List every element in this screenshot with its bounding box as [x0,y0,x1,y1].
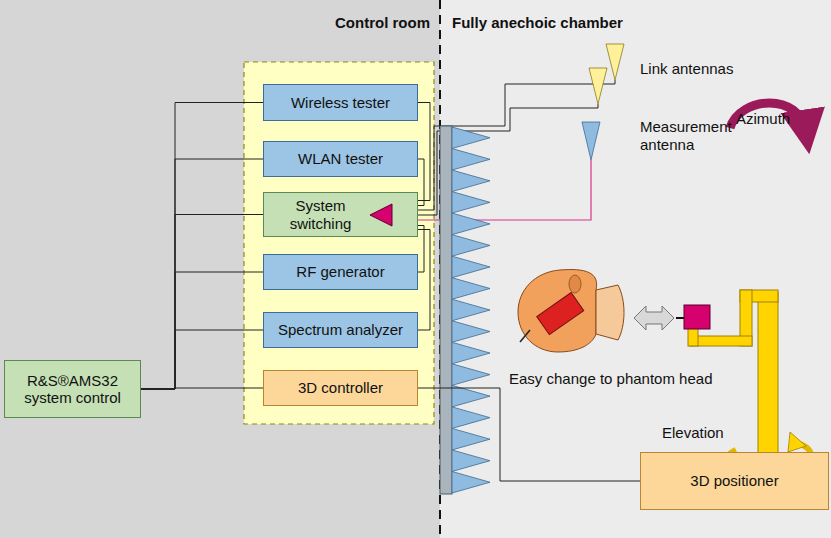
control-room-ground [0,0,440,538]
node-text: 3D positioner [690,472,778,489]
instrument-box: RF generator [263,254,418,290]
switch-symbol [370,204,392,226]
absorber-cone [452,364,490,386]
absorber-cone [452,342,490,364]
connector [418,230,430,331]
absorber-cone [452,127,490,149]
controller-box: 3D controller [263,370,418,406]
node-text: RF generator [296,263,384,280]
absorber-cone [452,385,490,407]
instrument-box: WLAN tester [263,141,418,177]
measurement-antenna [582,122,600,160]
connector [141,330,263,389]
part-label: Measurement antenna [640,118,740,154]
instrument-box: Wireless tester [263,84,418,121]
part-label: Elevation [662,424,724,442]
node-text: 3D controller [298,379,383,396]
absorber-cone [452,450,490,472]
absorber-cone [452,299,490,321]
connector [418,226,424,273]
positioner-box: 3D positioner [640,452,829,510]
part-label: Easy change to phantom head [509,370,712,388]
switching-box: System switching [263,192,418,237]
absorber-cone [452,213,490,235]
connector [141,388,263,389]
absorber-cone [452,471,490,493]
absorber-cone [452,278,490,300]
part-label: Link antennas [640,60,733,78]
node-text: R&S®AMS32 system control [11,372,134,407]
part-label: Azimuth [736,110,790,128]
node-text: Wireless tester [291,94,390,111]
node-text: Spectrum analyzer [278,321,403,338]
link-antenna [589,44,624,104]
azimuth-arrow [730,103,806,132]
absorber-cone [452,428,490,450]
absorber-cone [452,407,490,429]
node-text: System switching [270,197,371,232]
connector [418,159,424,206]
absorber-wall [440,126,490,494]
instrument-box: Spectrum analyzer [263,312,418,348]
area-heading: Fully anechoic chamber [452,14,623,32]
connector [141,215,263,390]
phantom-head [518,270,624,352]
absorber-cone [452,235,490,257]
absorber-cone [452,149,490,171]
rack-group [244,62,434,424]
chamber-ground [440,0,831,538]
area-heading: Control room [312,14,430,32]
absorber-cone [452,256,490,278]
swap-arrow [634,306,674,330]
connector [418,388,640,481]
system-control-box: R&S®AMS32 system control [4,360,141,418]
connector [141,272,263,389]
absorber-cone [452,321,490,343]
absorber-cone [452,192,490,214]
connector [141,159,263,389]
connector [141,103,263,390]
node-text: WLAN tester [298,150,383,167]
absorber-cone [452,170,490,192]
